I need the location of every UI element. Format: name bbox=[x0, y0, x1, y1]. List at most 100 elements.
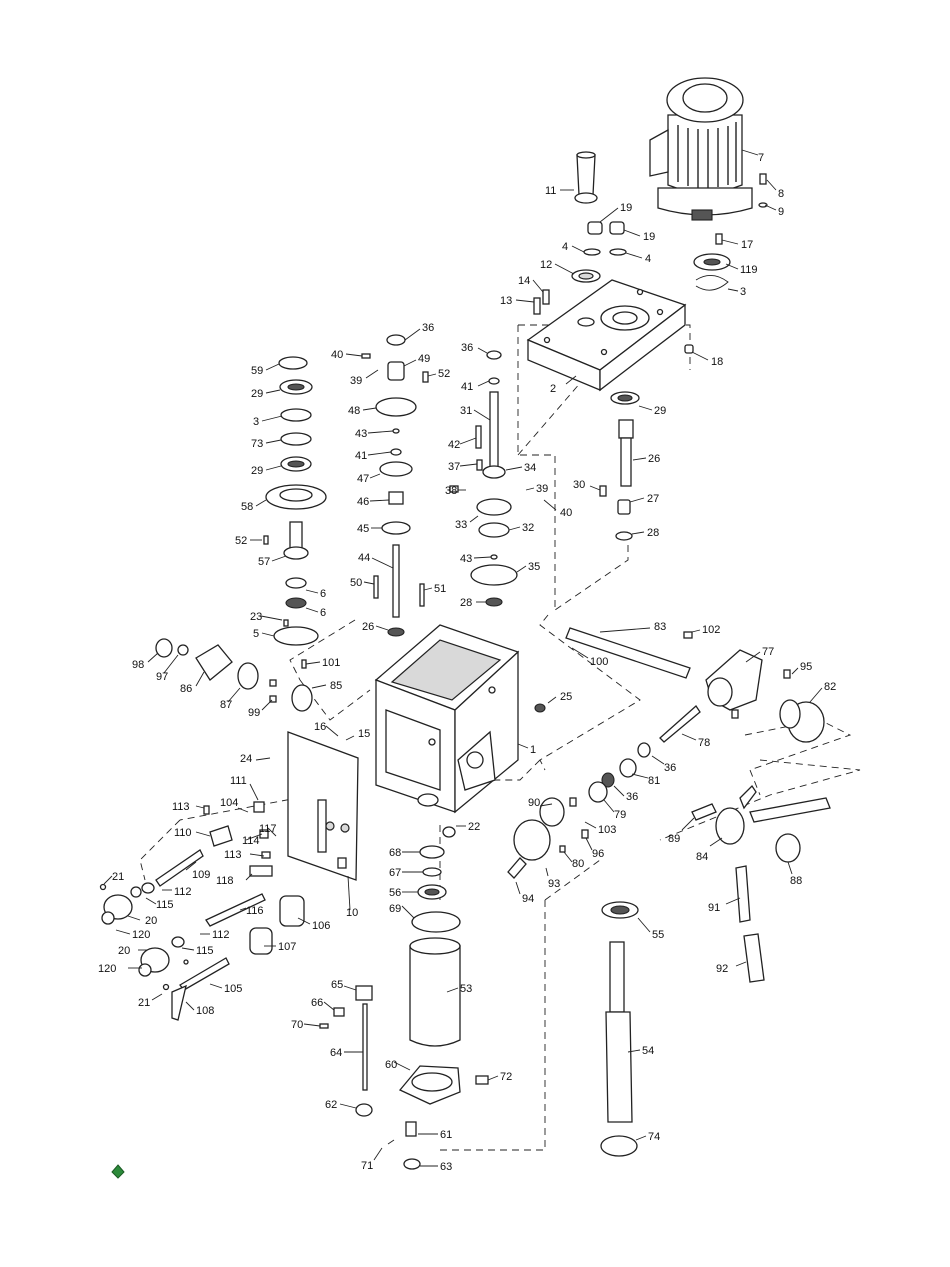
feed-gearbox-cluster bbox=[155, 638, 313, 712]
part-label: 54 bbox=[642, 1045, 654, 1057]
part-label: 6 bbox=[320, 607, 326, 619]
part-label: 19 bbox=[620, 202, 632, 214]
part-label: 4 bbox=[562, 241, 568, 253]
part-label: 21 bbox=[112, 871, 124, 883]
part-label: 43 bbox=[460, 553, 472, 565]
part-label: 29 bbox=[251, 465, 263, 477]
part-label: 36 bbox=[626, 791, 638, 803]
part-label: 90 bbox=[528, 797, 540, 809]
part-label: 98 bbox=[132, 659, 144, 671]
part-label: 46 bbox=[357, 496, 369, 508]
part-label: 17 bbox=[741, 239, 753, 251]
part-label: 63 bbox=[440, 1161, 452, 1173]
part-label: 11 bbox=[545, 185, 556, 197]
callout-labels: 7 8 9 17 119 3 11 19 19 4 4 12 14 13 2 1… bbox=[98, 152, 836, 1173]
part-label: 23 bbox=[250, 611, 262, 623]
top-cover-plate bbox=[526, 279, 694, 392]
part-label: 3 bbox=[740, 286, 746, 298]
part-label: 114 bbox=[242, 835, 260, 847]
part-label: 2 bbox=[550, 383, 556, 395]
part-label: 85 bbox=[330, 680, 342, 692]
part-label: 66 bbox=[311, 997, 323, 1009]
part-label: 74 bbox=[648, 1131, 660, 1143]
front-panel bbox=[287, 731, 359, 881]
part-label: 109 bbox=[192, 869, 210, 881]
part-label: 53 bbox=[460, 983, 472, 995]
part-label: 44 bbox=[358, 552, 370, 564]
part-label: 42 bbox=[448, 439, 460, 451]
part-label: 87 bbox=[220, 699, 232, 711]
part-label: 36 bbox=[422, 322, 434, 334]
part-label: 7 bbox=[758, 152, 764, 164]
part-label: 20 bbox=[145, 915, 157, 927]
part-label: 103 bbox=[598, 824, 616, 836]
part-label: 56 bbox=[389, 887, 401, 899]
leader-lines bbox=[103, 149, 823, 1167]
part-label: 71 bbox=[361, 1160, 373, 1172]
part-label: 50 bbox=[350, 577, 362, 589]
part-label: 21 bbox=[138, 997, 150, 1009]
part-label: 96 bbox=[592, 848, 604, 860]
part-label: 112 bbox=[212, 929, 230, 941]
quill-assembly bbox=[387, 826, 489, 1170]
part-label: 30 bbox=[573, 479, 585, 491]
part-label: 51 bbox=[434, 583, 446, 595]
part-label: 115 bbox=[156, 899, 174, 911]
part-label: 73 bbox=[251, 438, 263, 450]
part-label: 104 bbox=[220, 797, 238, 809]
part-label: 95 bbox=[800, 661, 812, 673]
part-label: 39 bbox=[536, 483, 548, 495]
part-label: 86 bbox=[180, 683, 192, 695]
part-label: 62 bbox=[325, 1099, 337, 1111]
part-label: 18 bbox=[711, 356, 723, 368]
part-label: 43 bbox=[355, 428, 367, 440]
part-label: 14 bbox=[518, 275, 530, 287]
part-label: 68 bbox=[389, 847, 401, 859]
part-label: 120 bbox=[132, 929, 150, 941]
part-label: 81 bbox=[648, 775, 660, 787]
part-label: 52 bbox=[438, 368, 450, 380]
part-label: 106 bbox=[312, 920, 330, 932]
part-label: 70 bbox=[291, 1019, 303, 1031]
part-label: 38 bbox=[445, 485, 457, 497]
part-label: 3 bbox=[253, 416, 259, 428]
part-label: 9 bbox=[778, 206, 784, 218]
part-label: 115 bbox=[196, 945, 214, 957]
part-label: 27 bbox=[647, 493, 659, 505]
part-label: 113 bbox=[172, 801, 190, 813]
capstan-handle-assembly bbox=[691, 784, 831, 983]
part-label: 91 bbox=[708, 902, 720, 914]
part-label: 101 bbox=[322, 657, 340, 669]
part-label: 36 bbox=[664, 762, 676, 774]
part-label: 5 bbox=[253, 628, 259, 640]
part-label: 116 bbox=[246, 905, 264, 917]
part-label: 35 bbox=[528, 561, 540, 573]
part-label: 34 bbox=[524, 462, 536, 474]
part-label: 33 bbox=[455, 519, 467, 531]
part-label: 105 bbox=[224, 983, 242, 995]
part-label: 84 bbox=[696, 851, 708, 863]
headstock-casting bbox=[374, 624, 546, 814]
part-label: 6 bbox=[320, 588, 326, 600]
part-label: 117 bbox=[259, 823, 277, 835]
part-label: 93 bbox=[548, 878, 560, 890]
part-label: 24 bbox=[240, 753, 252, 765]
part-label: 108 bbox=[196, 1005, 214, 1017]
part-label: 22 bbox=[468, 821, 480, 833]
part-label: 31 bbox=[460, 405, 472, 417]
part-label: 82 bbox=[824, 681, 836, 693]
second-gear-stack bbox=[361, 334, 429, 637]
part-label: 118 bbox=[216, 875, 234, 887]
part-label: 61 bbox=[440, 1129, 452, 1141]
part-label: 72 bbox=[500, 1071, 512, 1083]
part-label: 26 bbox=[362, 621, 374, 633]
part-label: 28 bbox=[647, 527, 659, 539]
part-label: 36 bbox=[461, 342, 473, 354]
part-label: 78 bbox=[698, 737, 710, 749]
part-label: 4 bbox=[645, 253, 651, 265]
part-label: 113 bbox=[224, 849, 242, 861]
part-label: 26 bbox=[648, 453, 660, 465]
part-label: 41 bbox=[461, 381, 473, 393]
part-label: 111 bbox=[230, 775, 247, 787]
part-label: 40 bbox=[331, 349, 343, 361]
